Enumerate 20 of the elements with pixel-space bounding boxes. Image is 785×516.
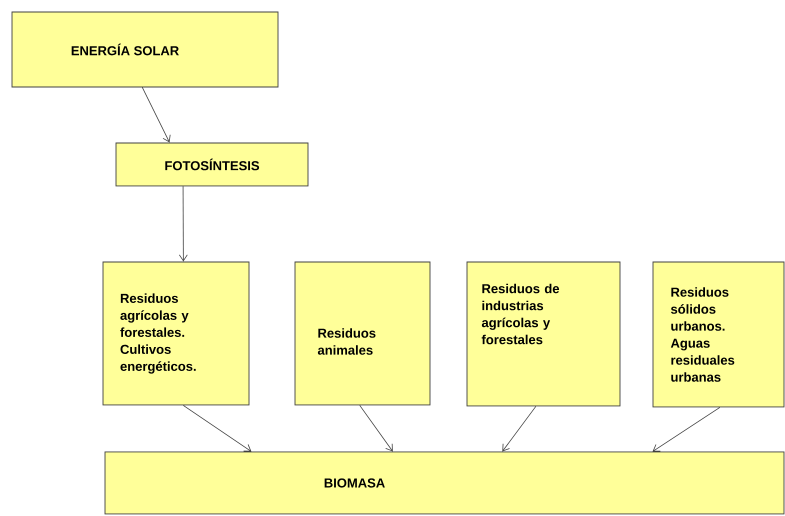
- source-box: [294, 262, 430, 406]
- arrow: [502, 406, 536, 452]
- node-label: Residuos animales: [318, 328, 376, 355]
- node-label: FOTOSÍNTESIS: [165, 158, 260, 170]
- arrow: [142, 87, 171, 143]
- node-label: Residuos sólidos urbanos. Aguas residuales urbanas: [670, 287, 734, 382]
- source-box: [102, 262, 250, 406]
- result-box: [104, 452, 784, 514]
- process-box: [12, 12, 278, 88]
- node-label: BIOMASA: [324, 478, 385, 488]
- arrow: [652, 407, 720, 452]
- source-box: [466, 262, 620, 406]
- source-box: [652, 262, 784, 408]
- node-label: Residuos de industrias agrícolas y forestales: [482, 284, 560, 344]
- arrow: [359, 405, 393, 452]
- arrow: [182, 405, 252, 452]
- arrow: [178, 186, 188, 262]
- node-label: ENERGÍA SOLAR: [72, 44, 179, 56]
- node-label: Residuos agrícolas y forestales. Cultivos energéticos.: [120, 293, 196, 374]
- process-box: [116, 142, 308, 186]
